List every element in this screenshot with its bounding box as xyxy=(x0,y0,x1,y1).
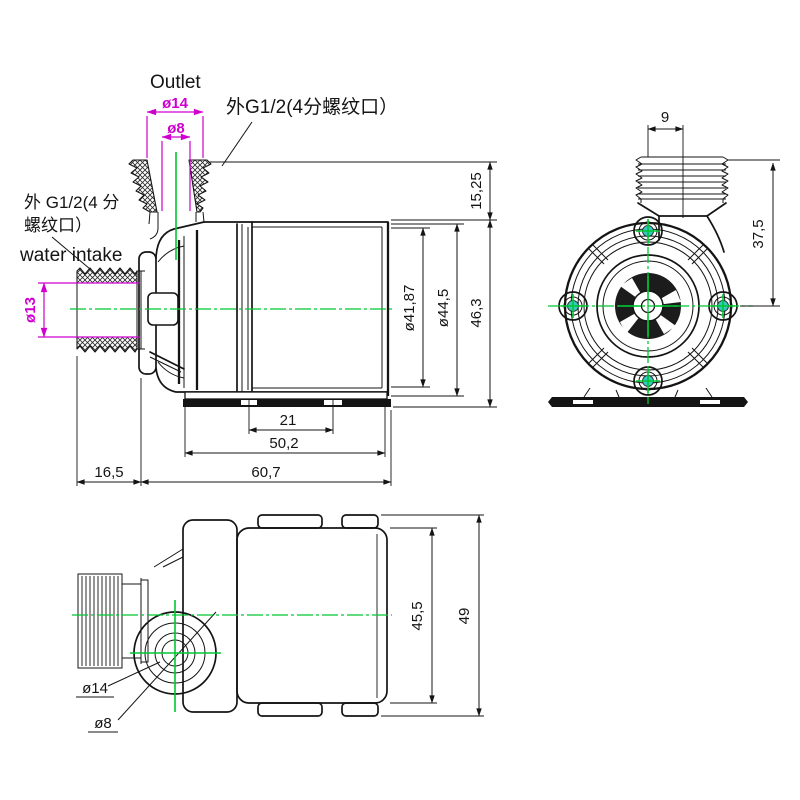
dim-total-height: 46,3 xyxy=(468,298,485,327)
bottom-intake xyxy=(77,573,149,669)
label-water-intake: water intake xyxy=(19,245,122,266)
bottom-outlet-port xyxy=(107,611,217,721)
bottom-view: ø14 ø8 45,5 49 xyxy=(72,514,484,733)
dim-outlet-center-height: 37,5 xyxy=(750,219,767,248)
label-outlet: Outlet xyxy=(150,72,201,93)
label-intake-thread-line2: 螺纹口） xyxy=(24,216,92,235)
dim-outlet-id: ø8 xyxy=(167,120,185,137)
dim-outlet-height: 15,25 xyxy=(468,172,485,210)
dim-body-length: 60,7 xyxy=(251,464,280,481)
bottom-pump-head xyxy=(182,519,238,713)
dim-body-width: 45,5 xyxy=(409,601,426,630)
annotations: Outlet 外G1/2(4分螺纹口） 外 G1/2(4 分 螺纹口） wate… xyxy=(19,72,398,270)
dim-outlet-od: ø14 xyxy=(162,95,189,112)
main-view xyxy=(70,152,392,407)
dim-body-od: ø44,5 xyxy=(435,289,452,327)
dim-stator-id: ø41,87 xyxy=(401,285,418,332)
volute xyxy=(138,221,205,393)
dim-outlet-offset: 9 xyxy=(661,109,669,126)
outlet-thread-right-wall xyxy=(188,159,212,213)
dim-slot-spacing: 21 xyxy=(280,412,297,429)
water-intake-port xyxy=(76,267,145,353)
outlet-thread-left-wall xyxy=(128,159,158,213)
dim-intake-id: ø13 xyxy=(22,297,39,323)
dim-port-od: ø14 xyxy=(82,680,108,697)
dim-intake-length: 16,5 xyxy=(94,464,123,481)
label-outlet-thread: 外G1/2(4分螺纹口） xyxy=(226,96,398,118)
dim-port-id: ø8 xyxy=(94,715,112,732)
front-thread xyxy=(635,156,729,203)
base xyxy=(183,391,391,407)
dim-base-length: 50,2 xyxy=(269,435,298,452)
front-view: 9 37,5 xyxy=(548,109,780,407)
main-view-dimensions: ø14 ø8 ø13 15,25 46,3 ø44,5 ø41,87 21 xyxy=(22,95,497,486)
dim-total-width: 49 xyxy=(456,608,473,625)
label-intake-thread-line1: 外 G1/2(4 分 xyxy=(24,193,119,212)
